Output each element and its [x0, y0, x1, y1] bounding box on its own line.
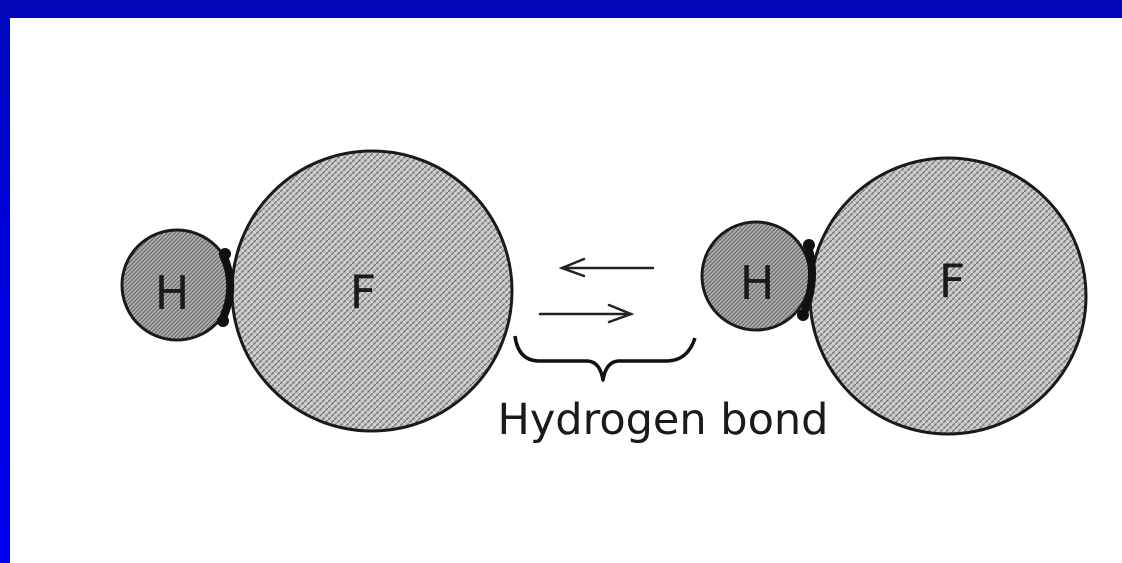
overlap-region-right: [799, 244, 816, 317]
hydrogen-label-left: H: [155, 266, 190, 320]
arrow-left-icon: [558, 257, 655, 278]
molecule-left: H F: [120, 149, 514, 433]
bond-point-right-top: [803, 239, 815, 251]
fluorine-label-right: F: [939, 254, 965, 308]
hydrogen-bond-label: Hydrogen bond: [498, 395, 829, 445]
content-panel: H F H F: [10, 18, 1122, 563]
overlap-region-left: [218, 253, 235, 322]
curly-brace: [513, 335, 697, 382]
equilibrium-arrows: [538, 257, 655, 324]
molecule-right: H F: [700, 156, 1088, 436]
bond-point-left-top: [219, 248, 231, 260]
fluorine-label-left: F: [350, 265, 376, 319]
bond-point-left-bottom: [217, 315, 229, 327]
arrow-right-icon: [538, 303, 635, 324]
bond-point-right-bottom: [797, 309, 809, 321]
hydrogen-bond-diagram: H F H F: [120, 149, 1088, 445]
hydrogen-label-right: H: [740, 256, 775, 310]
